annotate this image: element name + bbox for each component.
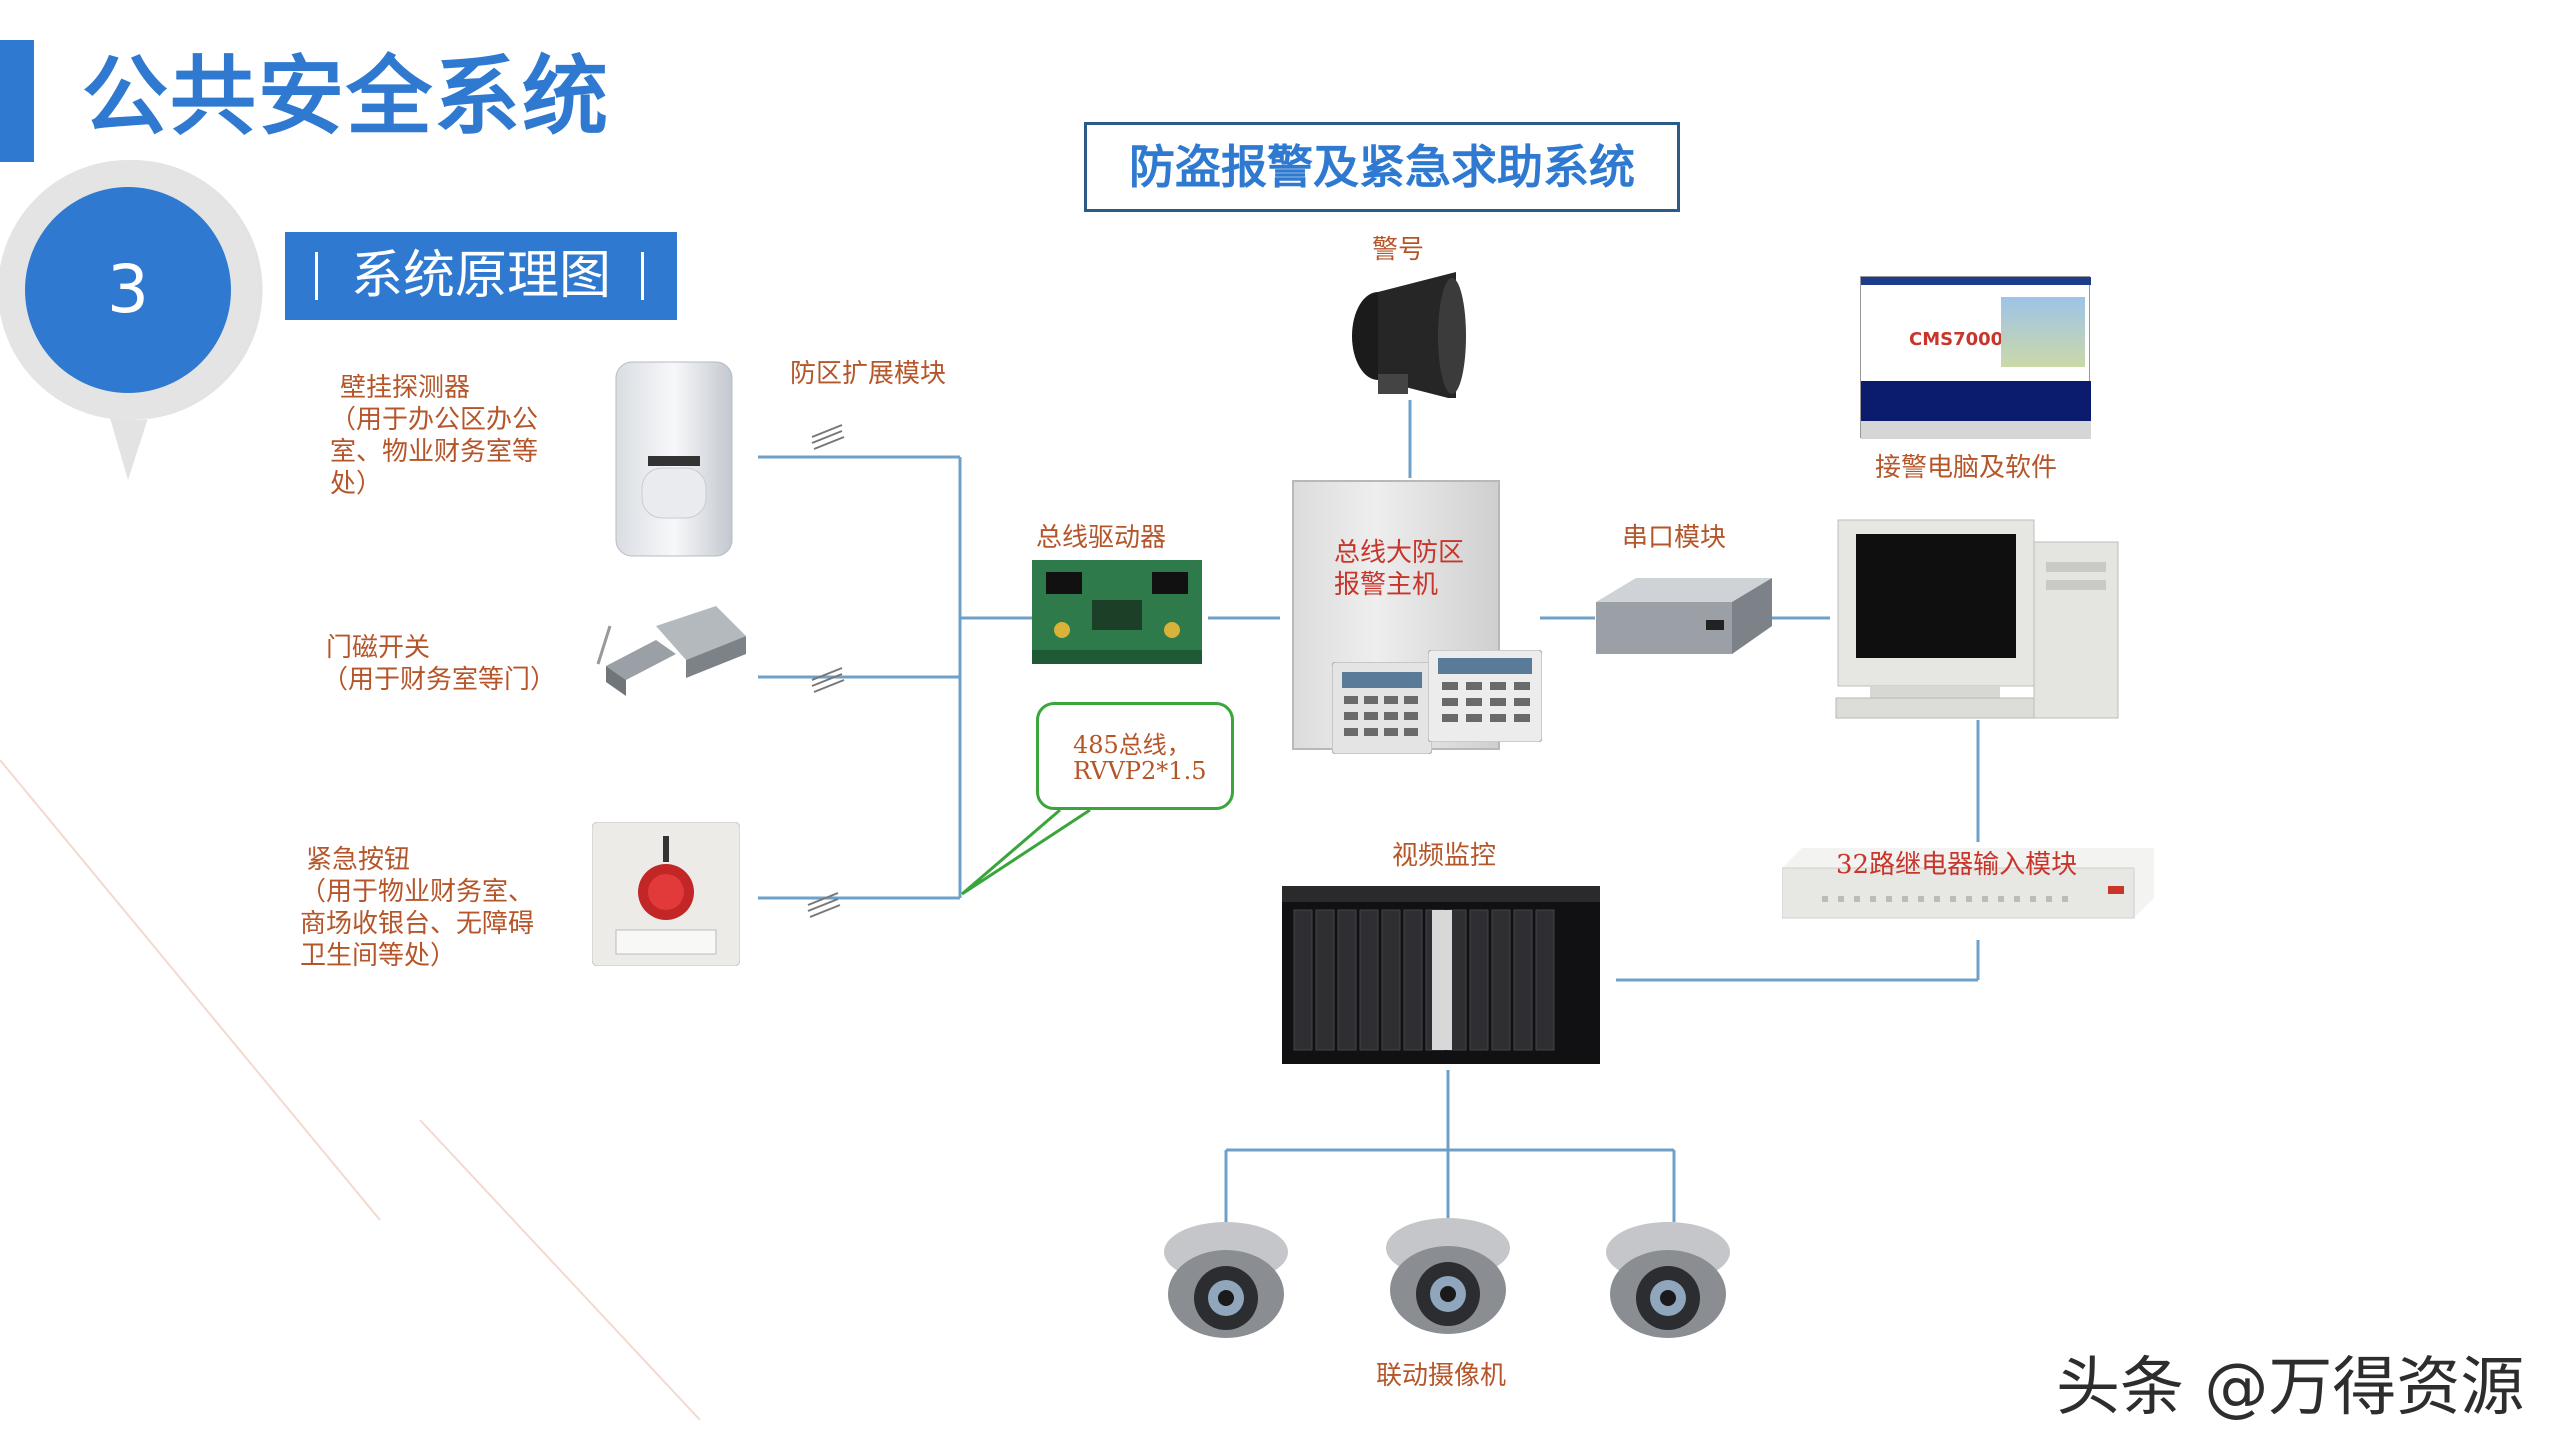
siren-device: [1338, 266, 1472, 400]
bus-driver-device: [1032, 560, 1202, 664]
section-badge: [0, 160, 263, 480]
serial-module-label: 串口模块: [1622, 523, 1727, 553]
diagram-title: 防盗报警及紧急求助系统: [1129, 140, 1635, 194]
page-title: 公共安全系统: [82, 47, 610, 147]
keypad-device-1: [1331, 661, 1433, 755]
section-title-box: 系统原理图: [285, 232, 677, 320]
badge-number: 3: [107, 251, 149, 328]
relay-module-label: 32路继电器输入模块: [1836, 850, 2078, 880]
bus-callout-line2: RVVP2*1.5: [1073, 757, 1207, 785]
bus-driver-label: 总线驱动器: [1036, 523, 1167, 553]
serial-module-device: [1596, 574, 1772, 660]
wall-detector-device: [612, 358, 736, 560]
bus-callout: 485总线， RVVP2*1.5: [1036, 702, 1234, 810]
dome-camera-2: [1382, 1214, 1514, 1338]
alarm-pc-label: 接警电脑及软件: [1875, 453, 2058, 483]
computer-device: [1830, 512, 2120, 720]
emergency-button-note: （用于物业财务室、商场收银台、无障碍卫生间等处）: [300, 877, 535, 971]
relay-module-device: 32路继电器输入模块: [1781, 842, 2154, 940]
door-contact-device: [596, 606, 756, 706]
wall-detector-label: 壁挂探测器: [340, 373, 471, 403]
wall-detector-note: （用于办公区办公室、物业财务室等处）: [330, 405, 539, 499]
software-brand: CMS7000: [1909, 329, 2004, 350]
siren-label: 警号: [1372, 235, 1425, 265]
zone-module-label: 防区扩展模块: [790, 359, 947, 389]
keypad-device-2: [1427, 649, 1543, 743]
divider-right: [641, 252, 644, 300]
emergency-button-label: 紧急按钮: [306, 845, 411, 875]
header-accent-bar: [0, 40, 34, 162]
alarm-host-label-1: 总线大防区: [1334, 538, 1465, 568]
door-contact-note: （用于财务室等门）: [322, 665, 557, 695]
watermark: 头条 @万得资源: [2056, 1351, 2525, 1425]
dome-camera-3: [1602, 1218, 1734, 1342]
divider-left: [315, 252, 318, 300]
bus-callout-line1: 485总线，: [1073, 731, 1191, 759]
emergency-button-device: [591, 821, 741, 967]
dome-camera-1: [1160, 1218, 1292, 1342]
linked-cameras-label: 联动摄像机: [1376, 1361, 1507, 1391]
door-contact-label: 门磁开关: [326, 633, 431, 663]
video-monitor-label: 视频监控: [1392, 841, 1497, 871]
alarm-pc-software-screenshot: CMS7000: [1860, 276, 2091, 439]
diagram-title-box: 防盗报警及紧急求助系统: [1084, 122, 1680, 212]
section-title: 系统原理图: [351, 246, 612, 306]
video-monitor-device: [1282, 886, 1600, 1064]
alarm-host-label-2: 报警主机: [1334, 570, 1439, 600]
